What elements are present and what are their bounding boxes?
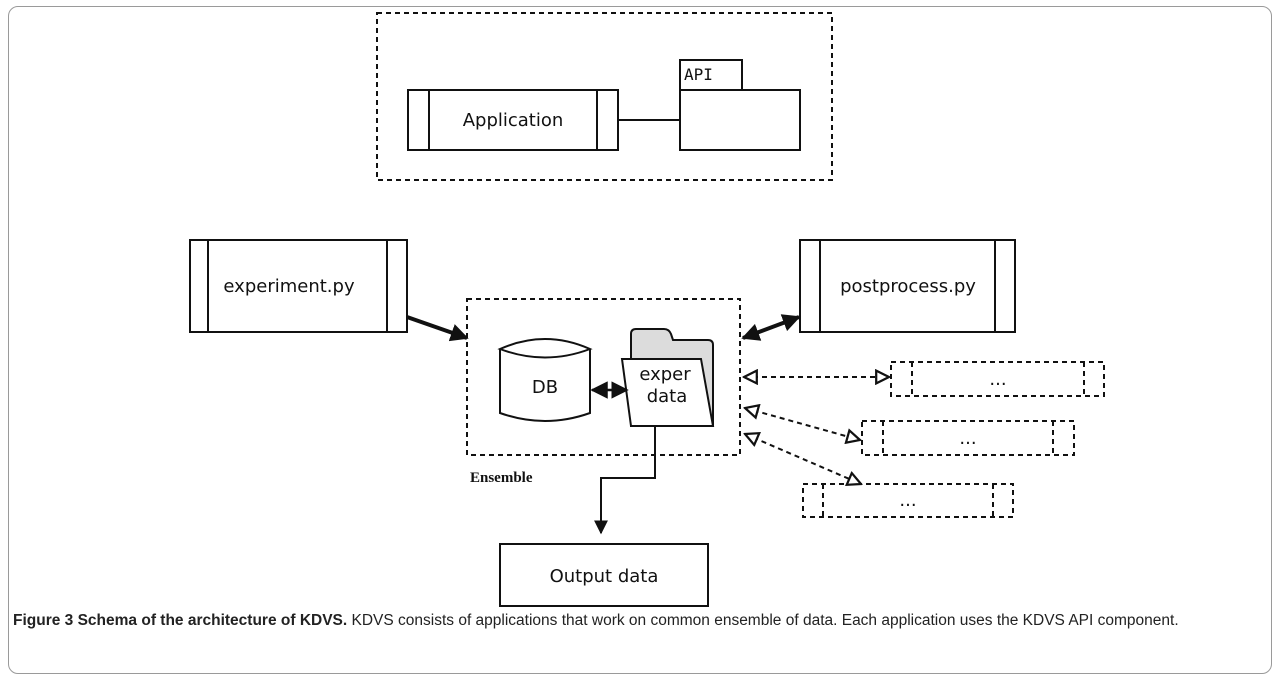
ensemble-placeholder-2-arrow — [745, 408, 860, 440]
postprocess-app-box: postprocess.py — [799, 239, 1016, 333]
experiment-to-ensemble-arrow — [406, 315, 469, 342]
legend-api-label: API — [684, 65, 713, 84]
legend-application-box: Application — [407, 89, 619, 151]
ensemble-placeholder-3-arrow — [745, 434, 861, 484]
output-label: Output data — [550, 566, 659, 587]
legend-application-label: Application — [463, 110, 564, 131]
placeholder-label-1: ... — [989, 369, 1006, 390]
experiment-app-box: experiment.py — [189, 239, 408, 333]
figure-frame — [8, 6, 1272, 674]
legend-group: Application API — [376, 12, 833, 181]
caption-text: KDVS consists of applications that work … — [347, 612, 1179, 629]
db-label: DB — [532, 377, 558, 398]
placeholder-app-1: ... — [890, 361, 1105, 397]
caption-title: Figure 3 Schema of the architecture of K… — [13, 612, 348, 629]
output-data-box: Output data — [499, 543, 709, 607]
exper-label-line2: data — [647, 386, 688, 407]
postprocess-label: postprocess.py — [840, 276, 976, 297]
legend-api-component: API — [679, 59, 801, 151]
legend-boundary — [376, 12, 833, 181]
placeholder-label-2: ... — [959, 428, 976, 449]
ensemble-boundary — [466, 298, 741, 456]
architecture-diagram: Application API experiment.py postproces… — [189, 12, 1105, 607]
exper-data-folder: exper data — [620, 328, 715, 427]
ensemble-postprocess-arrow — [741, 314, 801, 341]
placeholder-label-3: ... — [899, 490, 916, 511]
placeholder-app-3: ... — [802, 483, 1014, 518]
ensemble-label: Ensemble — [470, 470, 533, 486]
exper-to-output-arrow — [594, 426, 656, 535]
experiment-label: experiment.py — [223, 276, 355, 297]
figure-caption: Figure 3 Schema of the architecture of K… — [13, 610, 1263, 632]
placeholder-app-2: ... — [861, 420, 1075, 456]
exper-label-line1: exper — [639, 364, 691, 385]
db-cylinder: DB — [497, 338, 593, 422]
